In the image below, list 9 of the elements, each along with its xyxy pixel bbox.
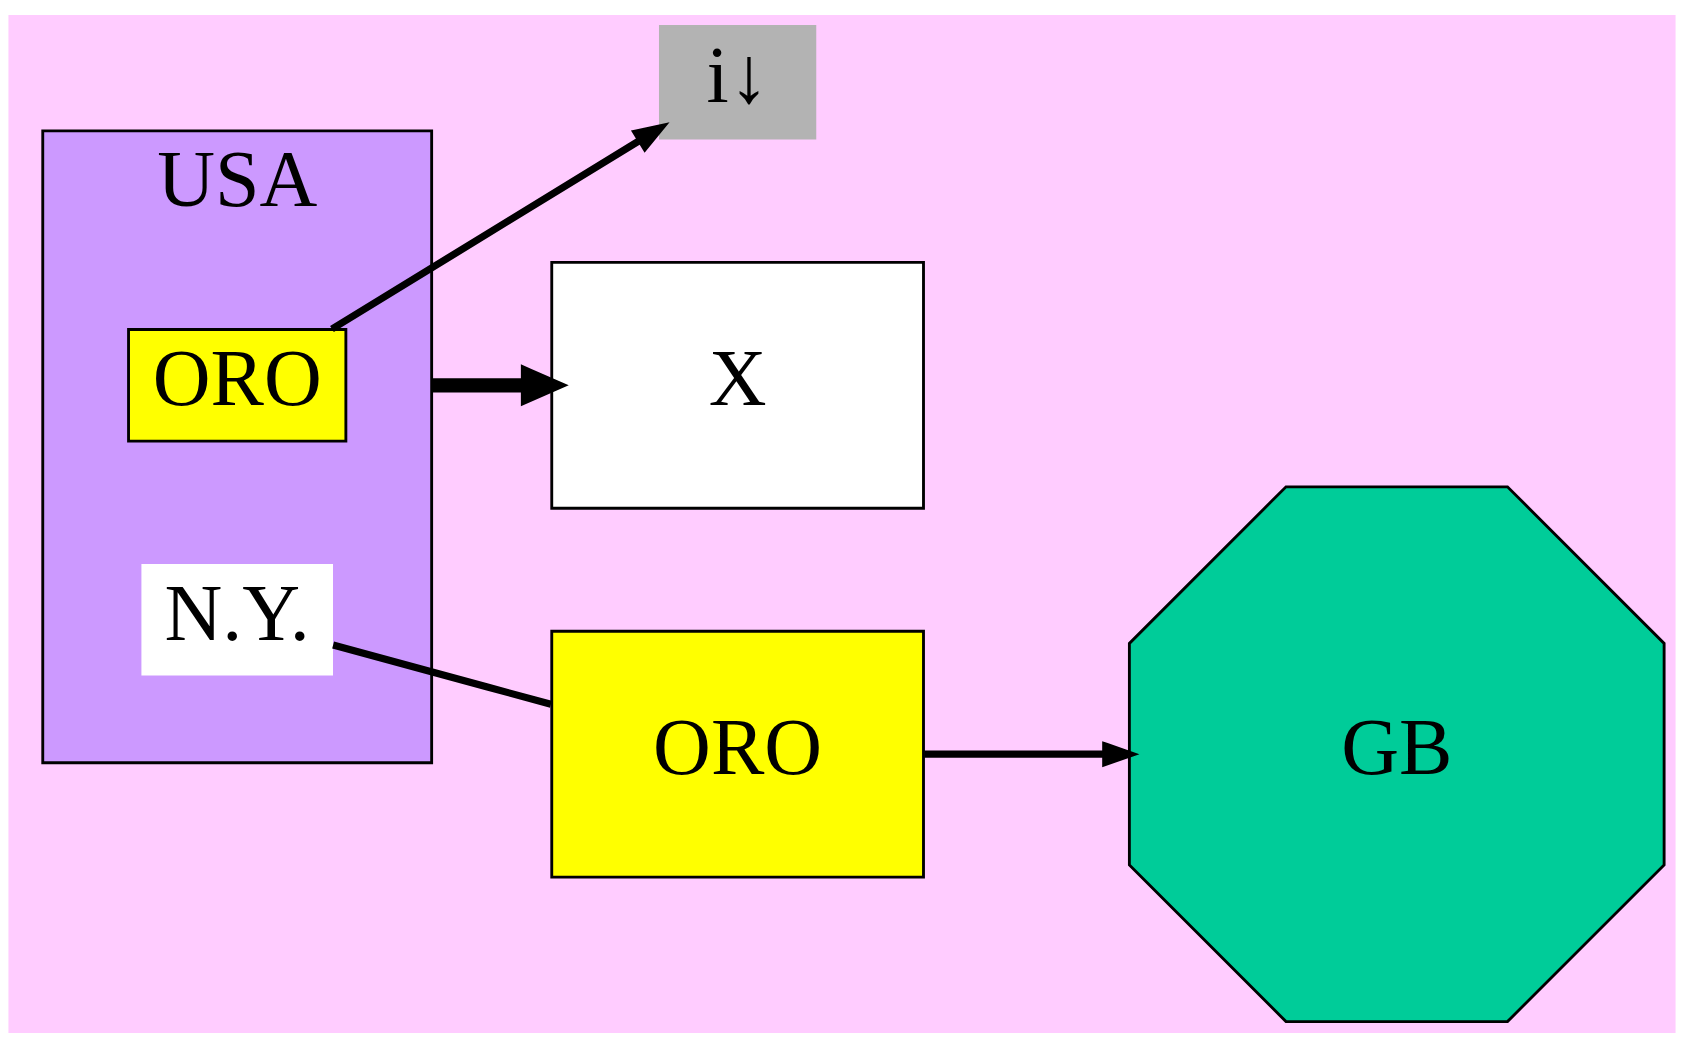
arrow — [924, 740, 1140, 767]
connector — [332, 641, 552, 708]
node-box: i↓ — [659, 24, 817, 139]
node-box: X — [550, 260, 925, 510]
arrow — [330, 121, 670, 332]
arrow — [431, 363, 569, 406]
node-box: N.Y. — [141, 563, 333, 676]
node-box: ORO — [550, 629, 925, 879]
node-box: ORO — [127, 327, 348, 442]
